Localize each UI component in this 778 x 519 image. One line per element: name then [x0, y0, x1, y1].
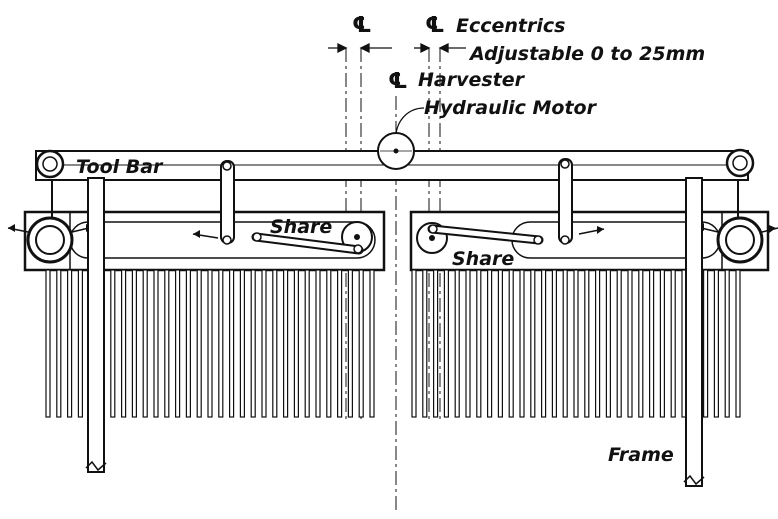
left-tine-26: [326, 269, 332, 418]
right-tine-15: [573, 269, 579, 418]
right-tine-27: [702, 269, 709, 418]
left-share-assembly: [7, 160, 386, 272]
tines: [45, 269, 741, 418]
cl-symbol-left: ℄: [352, 13, 372, 38]
left-tine-23: [293, 269, 299, 418]
right-tine-4: [454, 269, 460, 418]
left-tine-28: [347, 269, 353, 418]
right-tine-3: [443, 269, 449, 418]
left-tine-7: [120, 269, 127, 418]
right-tine-11: [530, 269, 536, 418]
left-tine-10: [153, 269, 159, 418]
right-tine-21: [638, 269, 644, 418]
cl-symbol-harvester: ℄: [388, 69, 408, 94]
label-share-left: Share: [270, 216, 332, 238]
right-tine-28: [713, 269, 720, 418]
right-tine-19: [616, 269, 622, 418]
left-tine-16: [218, 269, 224, 418]
left-tine-2: [66, 269, 73, 418]
hydraulic-motor: [377, 132, 415, 170]
left-tine-6: [110, 269, 116, 418]
right-tine-23: [659, 269, 666, 418]
left-tine-18: [239, 269, 245, 418]
label-hydraulic-motor: Hydraulic Motor: [424, 97, 598, 119]
label-tool-bar: Tool Bar: [76, 156, 164, 178]
label-eccentrics: Eccentrics: [456, 15, 565, 37]
label-share-right: Share: [452, 248, 514, 270]
cl-symbol-eccentrics: ℄: [425, 13, 445, 38]
label-harvester: Harvester: [418, 69, 526, 91]
left-tine-25: [315, 269, 321, 418]
right-tine-7: [487, 269, 493, 418]
left-tine-9: [142, 269, 148, 418]
frame-posts: [51, 177, 739, 487]
label-frame: Frame: [608, 444, 674, 466]
left-tine-24: [304, 269, 310, 418]
left-tine-14: [196, 269, 202, 418]
right-tine-20: [627, 269, 633, 418]
left-tine-0: [45, 269, 51, 418]
leader-lines: [395, 107, 425, 135]
left-tine-1: [56, 269, 62, 418]
right-tine-5: [465, 269, 471, 418]
left-tine-17: [229, 269, 235, 418]
left-tine-30: [369, 269, 375, 418]
right-tine-8: [497, 269, 503, 418]
left-tine-19: [250, 269, 256, 418]
left-tine-12: [175, 269, 181, 418]
right-tine-24: [670, 269, 676, 418]
right-tine-10: [519, 269, 525, 418]
right-tine-12: [540, 269, 547, 418]
left-tine-21: [272, 269, 278, 418]
right-tine-2: [433, 269, 439, 418]
dimension-arrows: [328, 42, 466, 54]
left-tine-11: [164, 269, 170, 418]
right-tine-16: [584, 269, 590, 418]
left-tine-27: [337, 269, 343, 418]
right-tine-13: [551, 269, 558, 418]
left-tine-20: [261, 269, 267, 418]
label-adjustable: Adjustable 0 to 25mm: [468, 43, 705, 65]
right-tine-17: [594, 269, 601, 418]
left-tine-15: [207, 269, 213, 418]
left-tine-3: [77, 269, 84, 418]
right-tine-6: [476, 269, 482, 418]
right-tine-14: [562, 269, 568, 418]
right-share-assembly: [409, 158, 778, 272]
right-tine-22: [648, 269, 655, 418]
right-tine-18: [605, 269, 612, 418]
left-tine-13: [185, 269, 191, 418]
right-tine-1: [422, 269, 428, 418]
right-tine-29: [724, 269, 730, 418]
right-tine-9: [508, 269, 514, 418]
right-tine-0: [411, 269, 417, 418]
left-tine-29: [358, 269, 364, 418]
left-tine-8: [131, 269, 137, 418]
right-tine-30: [735, 269, 741, 418]
left-tine-22: [283, 269, 289, 418]
